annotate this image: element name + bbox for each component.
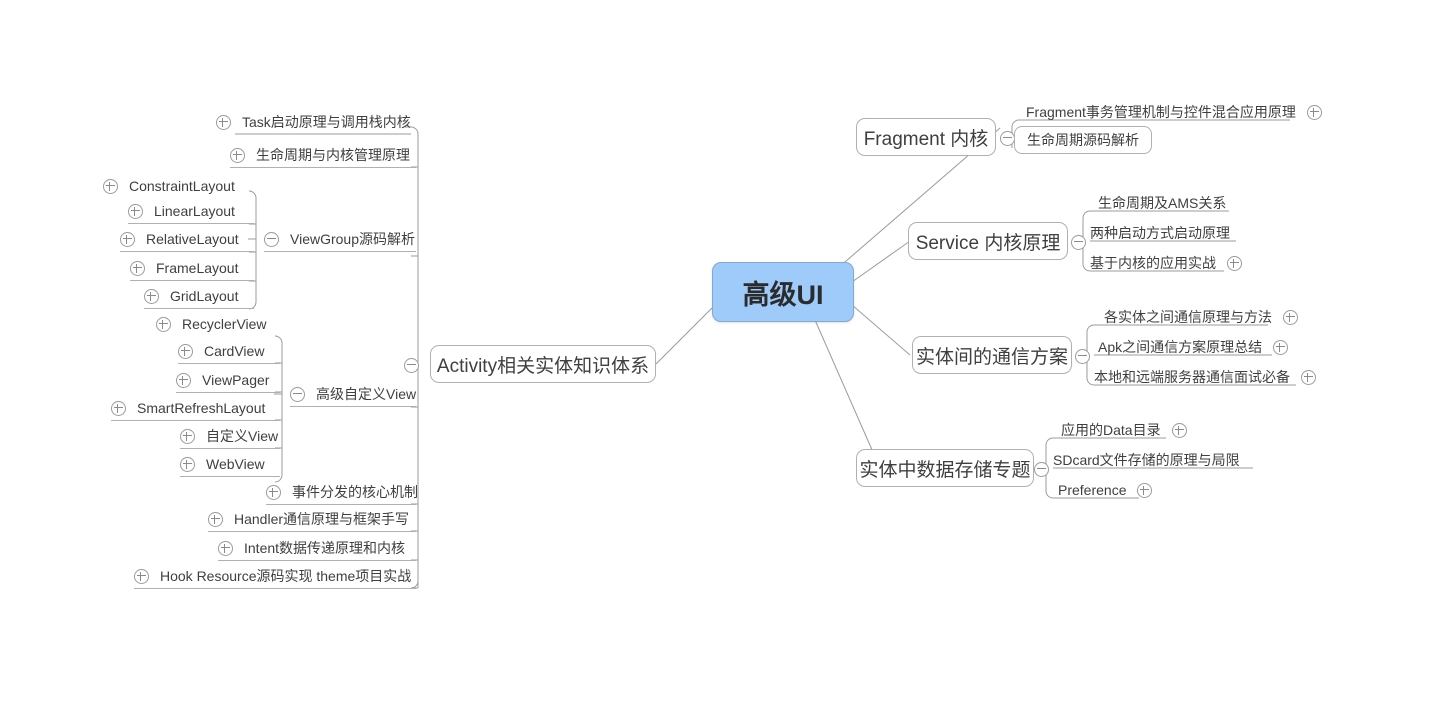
minus-circle-icon-service[interactable] — [1071, 235, 1086, 250]
leaf-label: SDcard文件存储的原理与局限 — [1053, 452, 1240, 468]
leaf-label: 生命周期源码解析 — [1027, 132, 1139, 148]
plus-circle-icon[interactable] — [128, 203, 143, 219]
leaf-label: SmartRefreshLayout — [137, 400, 266, 416]
leaf-task[interactable]: Task启动原理与调用栈内核 — [216, 110, 411, 134]
plus-circle-icon[interactable] — [218, 540, 233, 556]
leaf-custom-view[interactable]: 自定义View — [180, 424, 280, 449]
branch-node-fragment[interactable]: Fragment 内核 — [856, 118, 996, 156]
plus-circle-icon[interactable] — [103, 178, 118, 194]
leaf-label: 自定义View — [206, 428, 279, 444]
leaf-label: RelativeLayout — [146, 231, 239, 247]
leaf-cardview[interactable]: CardView — [178, 339, 280, 364]
root-node[interactable]: 高级UI — [712, 262, 854, 322]
plus-circle-icon[interactable] — [178, 343, 193, 359]
plus-circle-icon[interactable] — [1227, 255, 1242, 271]
leaf-label: Handler通信原理与框架手写 — [234, 511, 410, 527]
leaf-label: RecyclerView — [182, 316, 267, 332]
plus-circle-icon[interactable] — [180, 456, 195, 472]
leaf-label: ViewPager — [202, 372, 270, 388]
leaf-gridlayout[interactable]: GridLayout — [144, 284, 254, 309]
leaf-label: CardView — [204, 343, 265, 359]
leaf-framelayout[interactable]: FrameLayout — [130, 256, 254, 281]
minus-circle-icon[interactable] — [290, 386, 305, 402]
leaf-label: Preference — [1058, 482, 1127, 498]
leaf-handler[interactable]: Handler通信原理与框架手写 — [208, 507, 416, 532]
leaf-apk-communication[interactable]: Apk之间通信方案原理总结 — [1098, 335, 1289, 359]
leaf-fragment-transaction[interactable]: Fragment事务管理机制与控件混合应用原理 — [1026, 100, 1322, 124]
leaf-webview[interactable]: WebView — [180, 452, 280, 477]
leaf-label: Task启动原理与调用栈内核 — [242, 114, 411, 130]
leaf-label: Intent数据传递原理和内核 — [244, 540, 406, 556]
leaf-smartrefreshlayout[interactable]: SmartRefreshLayout — [111, 396, 280, 421]
leaf-service-two-start[interactable]: 两种启动方式启动原理 — [1090, 221, 1230, 245]
plus-circle-icon[interactable] — [1137, 482, 1153, 498]
branch-node-service[interactable]: Service 内核原理 — [908, 222, 1068, 260]
leaf-service-kernel-practice[interactable]: 基于内核的应用实战 — [1090, 251, 1242, 275]
leaf-label: 两种启动方式启动原理 — [1090, 225, 1230, 241]
branch-node-communication[interactable]: 实体间的通信方案 — [912, 336, 1072, 374]
minus-circle-icon-storage[interactable] — [1034, 462, 1049, 477]
leaf-label: 基于内核的应用实战 — [1090, 255, 1216, 271]
minus-circle-icon[interactable] — [264, 231, 279, 247]
leaf-remote-communication[interactable]: 本地和远端服务器通信面试必备 — [1094, 365, 1316, 389]
leaf-constraintlayout[interactable]: ConstraintLayout — [103, 174, 235, 198]
leaf-entity-communication[interactable]: 各实体之间通信原理与方法 — [1104, 305, 1298, 329]
leaf-label: 事件分发的核心机制 — [292, 484, 418, 500]
plus-circle-icon[interactable] — [216, 114, 231, 130]
plus-circle-icon[interactable] — [120, 231, 135, 247]
group-node-viewgroup[interactable]: ViewGroup源码解析 — [264, 227, 416, 252]
leaf-label: 应用的Data目录 — [1061, 422, 1161, 438]
leaf-label: ConstraintLayout — [129, 178, 235, 194]
plus-circle-icon[interactable] — [266, 484, 281, 500]
leaf-label: Apk之间通信方案原理总结 — [1098, 339, 1263, 355]
plus-circle-icon[interactable] — [111, 400, 126, 416]
minus-circle-icon-activity[interactable] — [404, 358, 419, 373]
plus-circle-icon[interactable] — [1306, 104, 1322, 120]
plus-circle-icon[interactable] — [144, 288, 159, 304]
leaf-label: Hook Resource源码实现 theme项目实战 — [160, 568, 412, 584]
plus-circle-icon[interactable] — [1171, 422, 1187, 438]
leaf-lifecycle-kernel[interactable]: 生命周期与内核管理原理 — [230, 143, 416, 168]
plus-circle-icon[interactable] — [230, 147, 245, 163]
leaf-label: 本地和远端服务器通信面试必备 — [1094, 369, 1290, 385]
leaf-fragment-lifecycle[interactable]: 生命周期源码解析 — [1014, 126, 1152, 154]
leaf-event-dispatch[interactable]: 事件分发的核心机制 — [266, 480, 418, 505]
leaf-label: 各实体之间通信原理与方法 — [1104, 309, 1272, 325]
leaf-recyclerview[interactable]: RecyclerView — [156, 312, 267, 336]
leaf-preference[interactable]: Preference — [1058, 478, 1153, 502]
minus-circle-icon-communication[interactable] — [1075, 349, 1090, 364]
leaf-service-lifecycle-ams[interactable]: 生命周期及AMS关系 — [1098, 191, 1226, 215]
plus-circle-icon[interactable] — [130, 260, 145, 276]
plus-circle-icon[interactable] — [134, 568, 149, 584]
leaf-label: GridLayout — [170, 288, 239, 304]
leaf-label: 生命周期及AMS关系 — [1098, 195, 1227, 211]
plus-circle-icon[interactable] — [176, 372, 191, 388]
plus-circle-icon[interactable] — [156, 316, 171, 332]
leaf-relativelayout[interactable]: RelativeLayout — [120, 227, 254, 252]
plus-circle-icon[interactable] — [1283, 309, 1298, 325]
leaf-label: 生命周期与内核管理原理 — [256, 147, 410, 163]
plus-circle-icon[interactable] — [180, 428, 195, 444]
leaf-linearlayout[interactable]: LinearLayout — [128, 199, 254, 224]
group-label: 高级自定义View — [316, 386, 417, 402]
leaf-hook-resource[interactable]: Hook Resource源码实现 theme项目实战 — [134, 564, 416, 589]
leaf-sdcard[interactable]: SDcard文件存储的原理与局限 — [1053, 448, 1240, 472]
leaf-viewpager[interactable]: ViewPager — [176, 368, 280, 393]
minus-circle-icon-fragment[interactable] — [1000, 131, 1015, 146]
group-label: ViewGroup源码解析 — [290, 231, 416, 247]
leaf-label: WebView — [206, 456, 265, 472]
leaf-label: Fragment事务管理机制与控件混合应用原理 — [1026, 104, 1296, 120]
plus-circle-icon[interactable] — [1273, 339, 1289, 355]
leaf-label: LinearLayout — [154, 203, 235, 219]
branch-node-activity[interactable]: Activity相关实体知识体系 — [430, 345, 656, 383]
leaf-intent[interactable]: Intent数据传递原理和内核 — [218, 536, 416, 561]
leaf-label: FrameLayout — [156, 260, 239, 276]
branch-node-storage[interactable]: 实体中数据存储专题 — [856, 449, 1034, 487]
plus-circle-icon[interactable] — [1301, 369, 1316, 385]
leaf-data-dir[interactable]: 应用的Data目录 — [1061, 418, 1187, 442]
group-node-custom-view[interactable]: 高级自定义View — [290, 382, 416, 407]
plus-circle-icon[interactable] — [208, 511, 223, 527]
